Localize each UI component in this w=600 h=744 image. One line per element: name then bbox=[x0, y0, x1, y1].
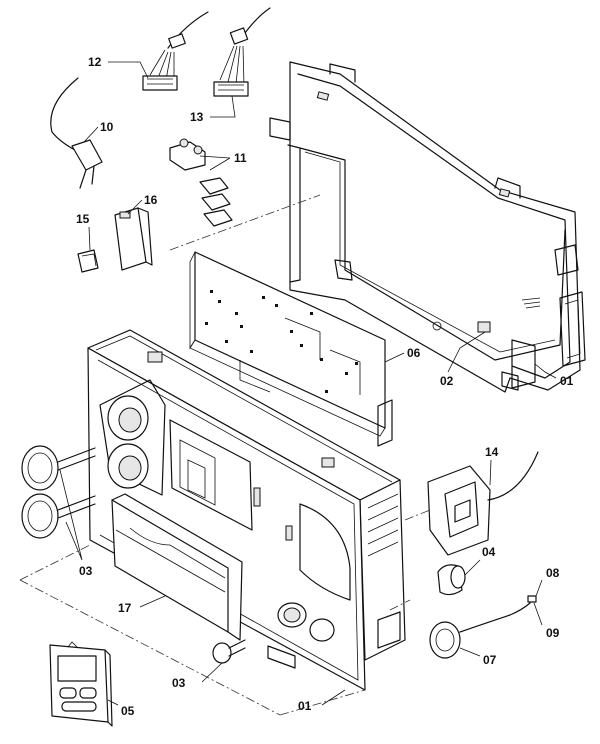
part-14 bbox=[427, 451, 539, 556]
callout-10: 10 bbox=[100, 120, 114, 134]
callout-07: 07 bbox=[483, 653, 497, 667]
callout-04: 04 bbox=[482, 545, 496, 559]
part-07 bbox=[429, 602, 531, 659]
part-circuit-board bbox=[189, 251, 393, 447]
callout-12: 12 bbox=[88, 55, 102, 69]
callout-15: 15 bbox=[76, 212, 90, 226]
callout-labels: 12 13 10 11 15 16 06 02 01 03 17 03 05 0… bbox=[76, 55, 574, 718]
callout-08: 08 bbox=[546, 566, 560, 580]
callout-14: 14 bbox=[485, 445, 499, 459]
callout-16: 16 bbox=[144, 193, 158, 207]
part-front-door bbox=[111, 493, 243, 641]
callout-02: 02 bbox=[440, 374, 454, 388]
part-remote-control bbox=[49, 641, 113, 727]
callout-01-frame: 01 bbox=[560, 374, 574, 388]
part-control-panel bbox=[87, 329, 406, 691]
part-power-cord bbox=[50, 77, 103, 189]
callout-13: 13 bbox=[190, 110, 204, 124]
part-04 bbox=[437, 564, 466, 596]
callout-17: 17 bbox=[118, 601, 132, 615]
callout-03-bottom: 03 bbox=[172, 676, 186, 690]
callout-06: 06 bbox=[407, 346, 421, 360]
callout-11: 11 bbox=[234, 151, 247, 165]
callout-09: 09 bbox=[546, 626, 560, 640]
part-16 bbox=[114, 207, 153, 271]
part-connectors-11 bbox=[169, 138, 233, 227]
part-08-09 bbox=[527, 595, 537, 603]
callout-01-panel: 01 bbox=[298, 699, 312, 713]
part-knobs bbox=[21, 445, 246, 664]
part-harness-13 bbox=[213, 7, 271, 97]
part-harness-12 bbox=[142, 11, 209, 91]
part-15 bbox=[77, 249, 99, 273]
leader-lines bbox=[59, 61, 557, 706]
part-back-frame bbox=[269, 61, 586, 393]
callout-05: 05 bbox=[121, 704, 135, 718]
assembly-guide-lines bbox=[19, 194, 431, 716]
callout-03-left: 03 bbox=[79, 564, 93, 578]
